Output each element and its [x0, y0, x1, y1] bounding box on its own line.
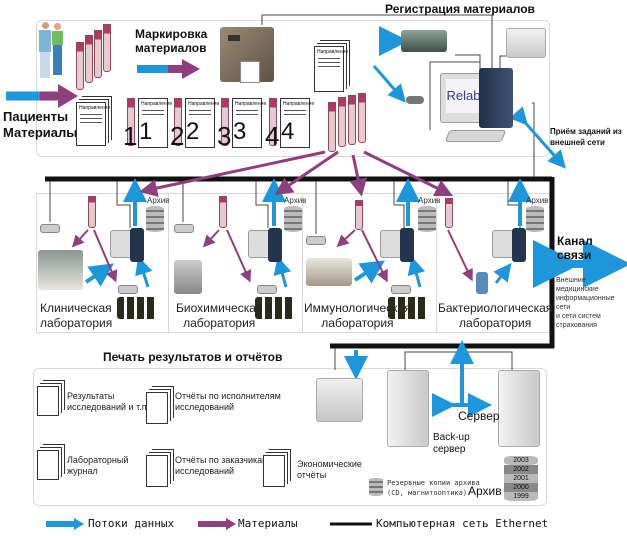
channel-title: Канал связи: [557, 234, 593, 262]
backup-copies-icon: [369, 478, 383, 496]
labeled-tube: [338, 97, 346, 147]
referral-form: Направление 4: [280, 98, 314, 148]
referral-form: Направление 1: [138, 98, 172, 148]
sample-tube: [445, 198, 453, 228]
net-line-reg-pc: [532, 102, 535, 177]
laser-printer-icon: [506, 28, 546, 58]
sample-tube: [85, 35, 93, 83]
archive-label: Архив: [147, 196, 170, 205]
sample-tube: [76, 42, 84, 90]
legend-data-flows: Потоки данных: [88, 517, 175, 530]
lab-hub: [40, 224, 60, 233]
report-doc-icon: [37, 450, 59, 480]
labeled-referral-stack: Направление: [314, 46, 348, 92]
sample-tube: [219, 196, 227, 228]
registration-keyboard: [444, 130, 507, 142]
microscope-icon: [476, 272, 488, 294]
referral-form: Направление 2: [185, 98, 219, 148]
marking-title: Маркировка материалов: [135, 27, 208, 55]
external-jobs-label: Приём заданий из внешней сети: [550, 127, 622, 147]
report-doc-icon: [37, 386, 59, 416]
labeled-tube: [358, 93, 366, 143]
archive-disks-icon: [284, 206, 302, 232]
labeled-tube: [328, 102, 336, 152]
archive-stack-icon: 2003 2002 2001 2000 1999: [504, 456, 538, 502]
main-server-icon: [498, 370, 540, 447]
sample-number: 2: [170, 121, 185, 151]
document-scanner-icon: [401, 30, 447, 52]
legend-ethernet: Компьютерная сеть Ethernet: [376, 517, 549, 530]
sample-tube: [103, 24, 111, 72]
barcode-scanner-icon: [406, 96, 424, 104]
lab-terminals-icon: [388, 297, 428, 319]
sample-tube: [174, 98, 182, 146]
sample-tube: [94, 30, 102, 78]
sample-tube: [127, 98, 135, 146]
net-line-scanner: [455, 54, 481, 75]
net-line-printer: [261, 14, 493, 70]
report-doc-icon: [146, 455, 168, 487]
archive-disks-icon: [418, 206, 436, 232]
archive-disks-icon: [526, 206, 544, 232]
printing-title: Печать результатов и отчётов: [103, 350, 283, 364]
lab-hub: [306, 236, 326, 245]
archive-label-main: Архив: [468, 484, 502, 498]
report-doc-icon: [146, 392, 168, 424]
sample-number: 4: [265, 121, 280, 151]
hematology-analyzer-icon: [38, 250, 83, 290]
archive-disks-icon: [146, 206, 164, 232]
registration-pc-tower: [479, 68, 513, 128]
labeled-tube: [348, 95, 356, 145]
sample-tube: [269, 98, 277, 146]
net-line-barcode: [429, 61, 480, 130]
lab-hub: [257, 285, 277, 294]
biochemistry-analyzer-icon: [174, 260, 202, 294]
channel-description: Внешние медицинские информационные сети …: [556, 277, 615, 329]
sample-tube: [88, 196, 96, 228]
label-printer-icon: [220, 27, 274, 83]
lab-pc-tower: [512, 228, 526, 262]
results-printer-icon: [316, 378, 363, 422]
lab-hub: [174, 224, 194, 233]
archive-label: Архив: [284, 196, 307, 205]
lab-terminals-icon: [255, 297, 295, 319]
registration-title: Регистрация материалов: [385, 2, 535, 16]
sample-number: 3: [217, 121, 232, 151]
lab-pc-tower: [400, 228, 414, 262]
materials-label: Материалы: [3, 125, 78, 140]
lab-terminals-icon: [117, 297, 157, 319]
sample-number: 1: [123, 121, 138, 151]
lab-pc-tower: [268, 228, 282, 262]
patients-label: Пациенты: [3, 109, 69, 124]
archive-label: Архив: [526, 196, 549, 205]
immunology-analyzer-icon: [306, 258, 352, 286]
backup-server-icon: [387, 370, 429, 447]
report-doc-icon: [263, 455, 285, 487]
referral-form-stack: Направление: [76, 102, 110, 146]
relab-logo: Relab: [446, 79, 481, 113]
sample-tube: [355, 200, 363, 230]
lab-pc-tower: [130, 228, 144, 262]
server-label: Сервер: [458, 409, 500, 423]
backup-copies-label: Резервные копии архива(CD, магнитооптика…: [387, 479, 480, 497]
patients-icon: [38, 22, 64, 82]
legend-materials: Материалы: [238, 517, 298, 530]
lab-hub: [391, 285, 411, 294]
sample-tube: [221, 98, 229, 146]
lab-hub: [118, 285, 138, 294]
referral-form: Направление 3: [232, 98, 266, 148]
archive-label: Архив: [418, 196, 441, 205]
